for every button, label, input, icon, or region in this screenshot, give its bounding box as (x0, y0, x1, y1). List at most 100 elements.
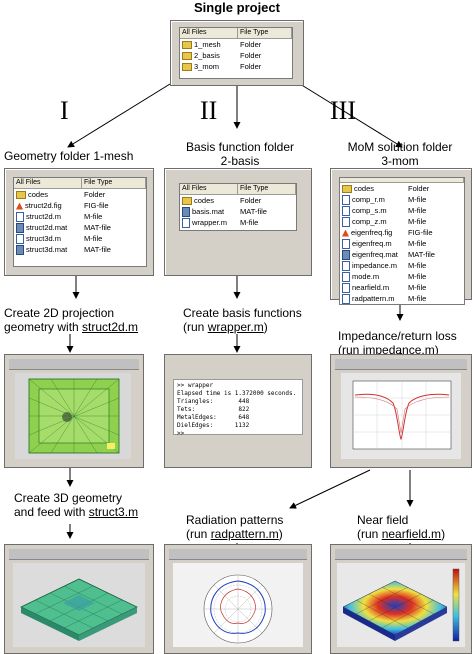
m-file-icon (342, 294, 350, 304)
wrapper-link[interactable]: wrapper.m (207, 320, 264, 334)
branch-III-line2: 3-mom (381, 154, 419, 168)
figure-toolbar (9, 359, 139, 370)
step1-line1: Create 2D projection (4, 306, 115, 320)
arrow-to-geometry (67, 83, 171, 148)
file-row[interactable]: impedance.m M-file (340, 260, 464, 271)
numeral-III: III (330, 96, 356, 125)
file-row[interactable]: eigenfreq.fig FIG-file (340, 227, 464, 238)
file-type: M-file (408, 217, 427, 226)
step-create-3d: Create 3D geometry and feed with struct3… (14, 491, 164, 519)
step6-line1: Near field (357, 513, 409, 527)
file-name: codes (28, 190, 49, 199)
step2-line1: Create basis functions (183, 306, 302, 320)
file-type: M-file (408, 261, 427, 270)
step-nearfield: Near field (run nearfield.m) (357, 513, 473, 541)
file-name: codes (354, 184, 375, 193)
console-line: Triangles: 448 (177, 398, 250, 405)
m-file-icon (342, 261, 350, 271)
m-file-icon (342, 195, 350, 205)
fig-file-icon (342, 229, 349, 237)
file-name: comp_r.m (352, 195, 385, 204)
impedance-link[interactable]: impedance.m (362, 343, 435, 357)
mesh-3d-plot (20, 578, 138, 641)
arrow-to-radiation (289, 469, 371, 509)
file-name: 1_mesh (194, 40, 221, 49)
file-type: MAT-file (240, 207, 267, 216)
branch-III-line1: MoM solution folder (347, 140, 453, 154)
nearfield-area (337, 563, 465, 647)
file-name: struct2d.mat (26, 223, 68, 232)
step5-line1: Radiation patterns (186, 513, 284, 527)
column-file-type[interactable]: File Type (238, 184, 296, 194)
file-row[interactable]: struct2d.fig FIG-file (14, 200, 146, 211)
impedance-plot-area (341, 373, 461, 459)
branch-label-geometry: Geometry folder 1-mesh (4, 149, 164, 163)
step1-line2: geometry with struct2d.m (4, 320, 139, 334)
struct2d-link[interactable]: struct2d.m (82, 320, 139, 334)
nearfield-plot (342, 568, 460, 642)
file-type: M-file (408, 272, 427, 281)
console-line: DielEdges: 1132 (177, 422, 250, 429)
file-type: MAT-file (408, 250, 435, 259)
m-file-icon (342, 217, 350, 227)
fig-file-icon (16, 202, 23, 210)
polar-plot (203, 574, 273, 644)
file-name: eigenfreq.fig (351, 228, 393, 237)
file-type: FIG-file (84, 201, 109, 210)
m-file-icon (342, 239, 350, 249)
file-name: impedance.m (352, 261, 398, 270)
impedance-plot (352, 380, 452, 450)
polar-area (173, 563, 303, 647)
step-create-2d: Create 2D projection geometry with struc… (4, 306, 164, 334)
figure-toolbar (9, 549, 149, 560)
column-all-files[interactable]: All Files (180, 28, 238, 38)
step5-line2: (run radpattern.m) (186, 527, 283, 541)
folder-icon (182, 41, 192, 50)
radpattern-link[interactable]: radpattern.m (210, 527, 279, 541)
file-type: M-file (408, 294, 427, 303)
m-file-icon (342, 272, 350, 282)
nearfield-link[interactable]: nearfield.m (381, 527, 442, 541)
file-name: struct2d.fig (25, 201, 62, 210)
file-row[interactable]: struct2d.mat MAT-file (14, 222, 146, 233)
folder-icon (342, 185, 352, 194)
file-name: 2_basis (194, 51, 220, 60)
column-file-type[interactable]: File Type (238, 28, 292, 38)
file-type: M-file (84, 212, 103, 221)
file-type: MAT-file (84, 223, 111, 232)
struct3-link[interactable]: struct3.m (88, 505, 139, 519)
radpattern-screenshot (164, 544, 312, 654)
file-name: eigenfreq.m (352, 239, 392, 248)
column-all-files[interactable]: All Files (14, 178, 82, 188)
column-file-type[interactable]: File Type (82, 178, 146, 188)
file-name: eigenfreq.mat (352, 250, 398, 259)
column-all-files[interactable]: All Files (180, 184, 238, 194)
file-type: FIG-file (408, 228, 433, 237)
mat-file-icon (182, 207, 190, 217)
file-row[interactable]: eigenfreq.mat MAT-file (340, 249, 464, 260)
